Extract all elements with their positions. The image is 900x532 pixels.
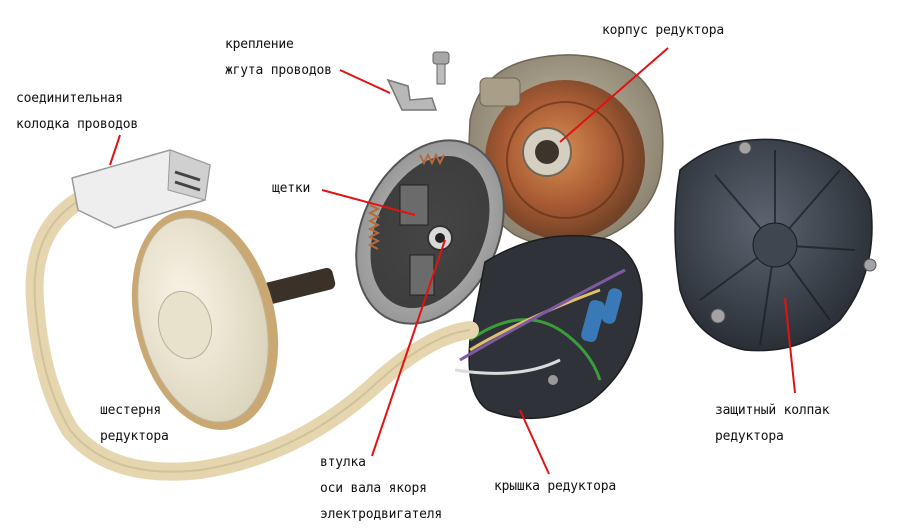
label-bushing-line-1: втулка — [320, 455, 366, 470]
label-cap-line-1: защитный колпак — [715, 403, 830, 418]
gearbox-cover — [454, 235, 643, 420]
label-bushing-line-2: оси вала якоря — [320, 481, 427, 496]
label-brushes-line-1: щетки — [272, 181, 311, 196]
label-gear: шестерня редуктора — [100, 398, 169, 450]
leader-line-brushes — [321, 189, 416, 216]
wire-harness — [25, 191, 479, 481]
protective-cap — [674, 138, 877, 352]
reducer-gear — [131, 210, 336, 430]
label-harness-clip-line-2: жгута проводов — [225, 63, 332, 78]
label-cap: защитный колпак редуктора — [715, 398, 830, 450]
label-connector: соединительная колодка проводов — [16, 86, 138, 138]
label-housing: корпус редуктора — [602, 18, 724, 44]
gearbox-housing — [467, 54, 664, 248]
leader-line-cap — [784, 297, 796, 394]
label-cap-line-2: редуктора — [715, 429, 784, 444]
label-cover: крышка редуктора — [494, 474, 616, 500]
label-bushing: втулка оси вала якоря электродвигателя — [320, 450, 442, 528]
label-bushing-line-3: электродвигателя — [320, 507, 443, 522]
motor-end-plate — [355, 139, 505, 325]
label-gear-line-1: шестерня — [100, 403, 162, 418]
connector-block — [71, 149, 211, 229]
label-brushes: щетки — [272, 176, 310, 202]
leader-line-harness-clip — [339, 69, 391, 94]
leader-line-connector — [109, 134, 121, 166]
label-cover-line-1: крышка редуктора — [494, 479, 617, 494]
leader-line-bushing — [371, 239, 446, 457]
leader-lines — [109, 47, 796, 475]
harness-clip — [386, 78, 438, 111]
leader-line-housing — [559, 47, 669, 143]
label-connector-line-2: колодка проводов — [16, 117, 139, 132]
label-harness-clip-line-1: крепление — [225, 37, 294, 52]
label-harness-clip: крепление жгута проводов — [225, 32, 332, 84]
label-gear-line-2: редуктора — [100, 429, 169, 444]
screw — [432, 51, 450, 85]
leader-line-cover — [519, 409, 550, 475]
label-connector-line-1: соединительная — [16, 91, 123, 106]
label-housing-line-1: корпус редуктора — [602, 23, 725, 38]
